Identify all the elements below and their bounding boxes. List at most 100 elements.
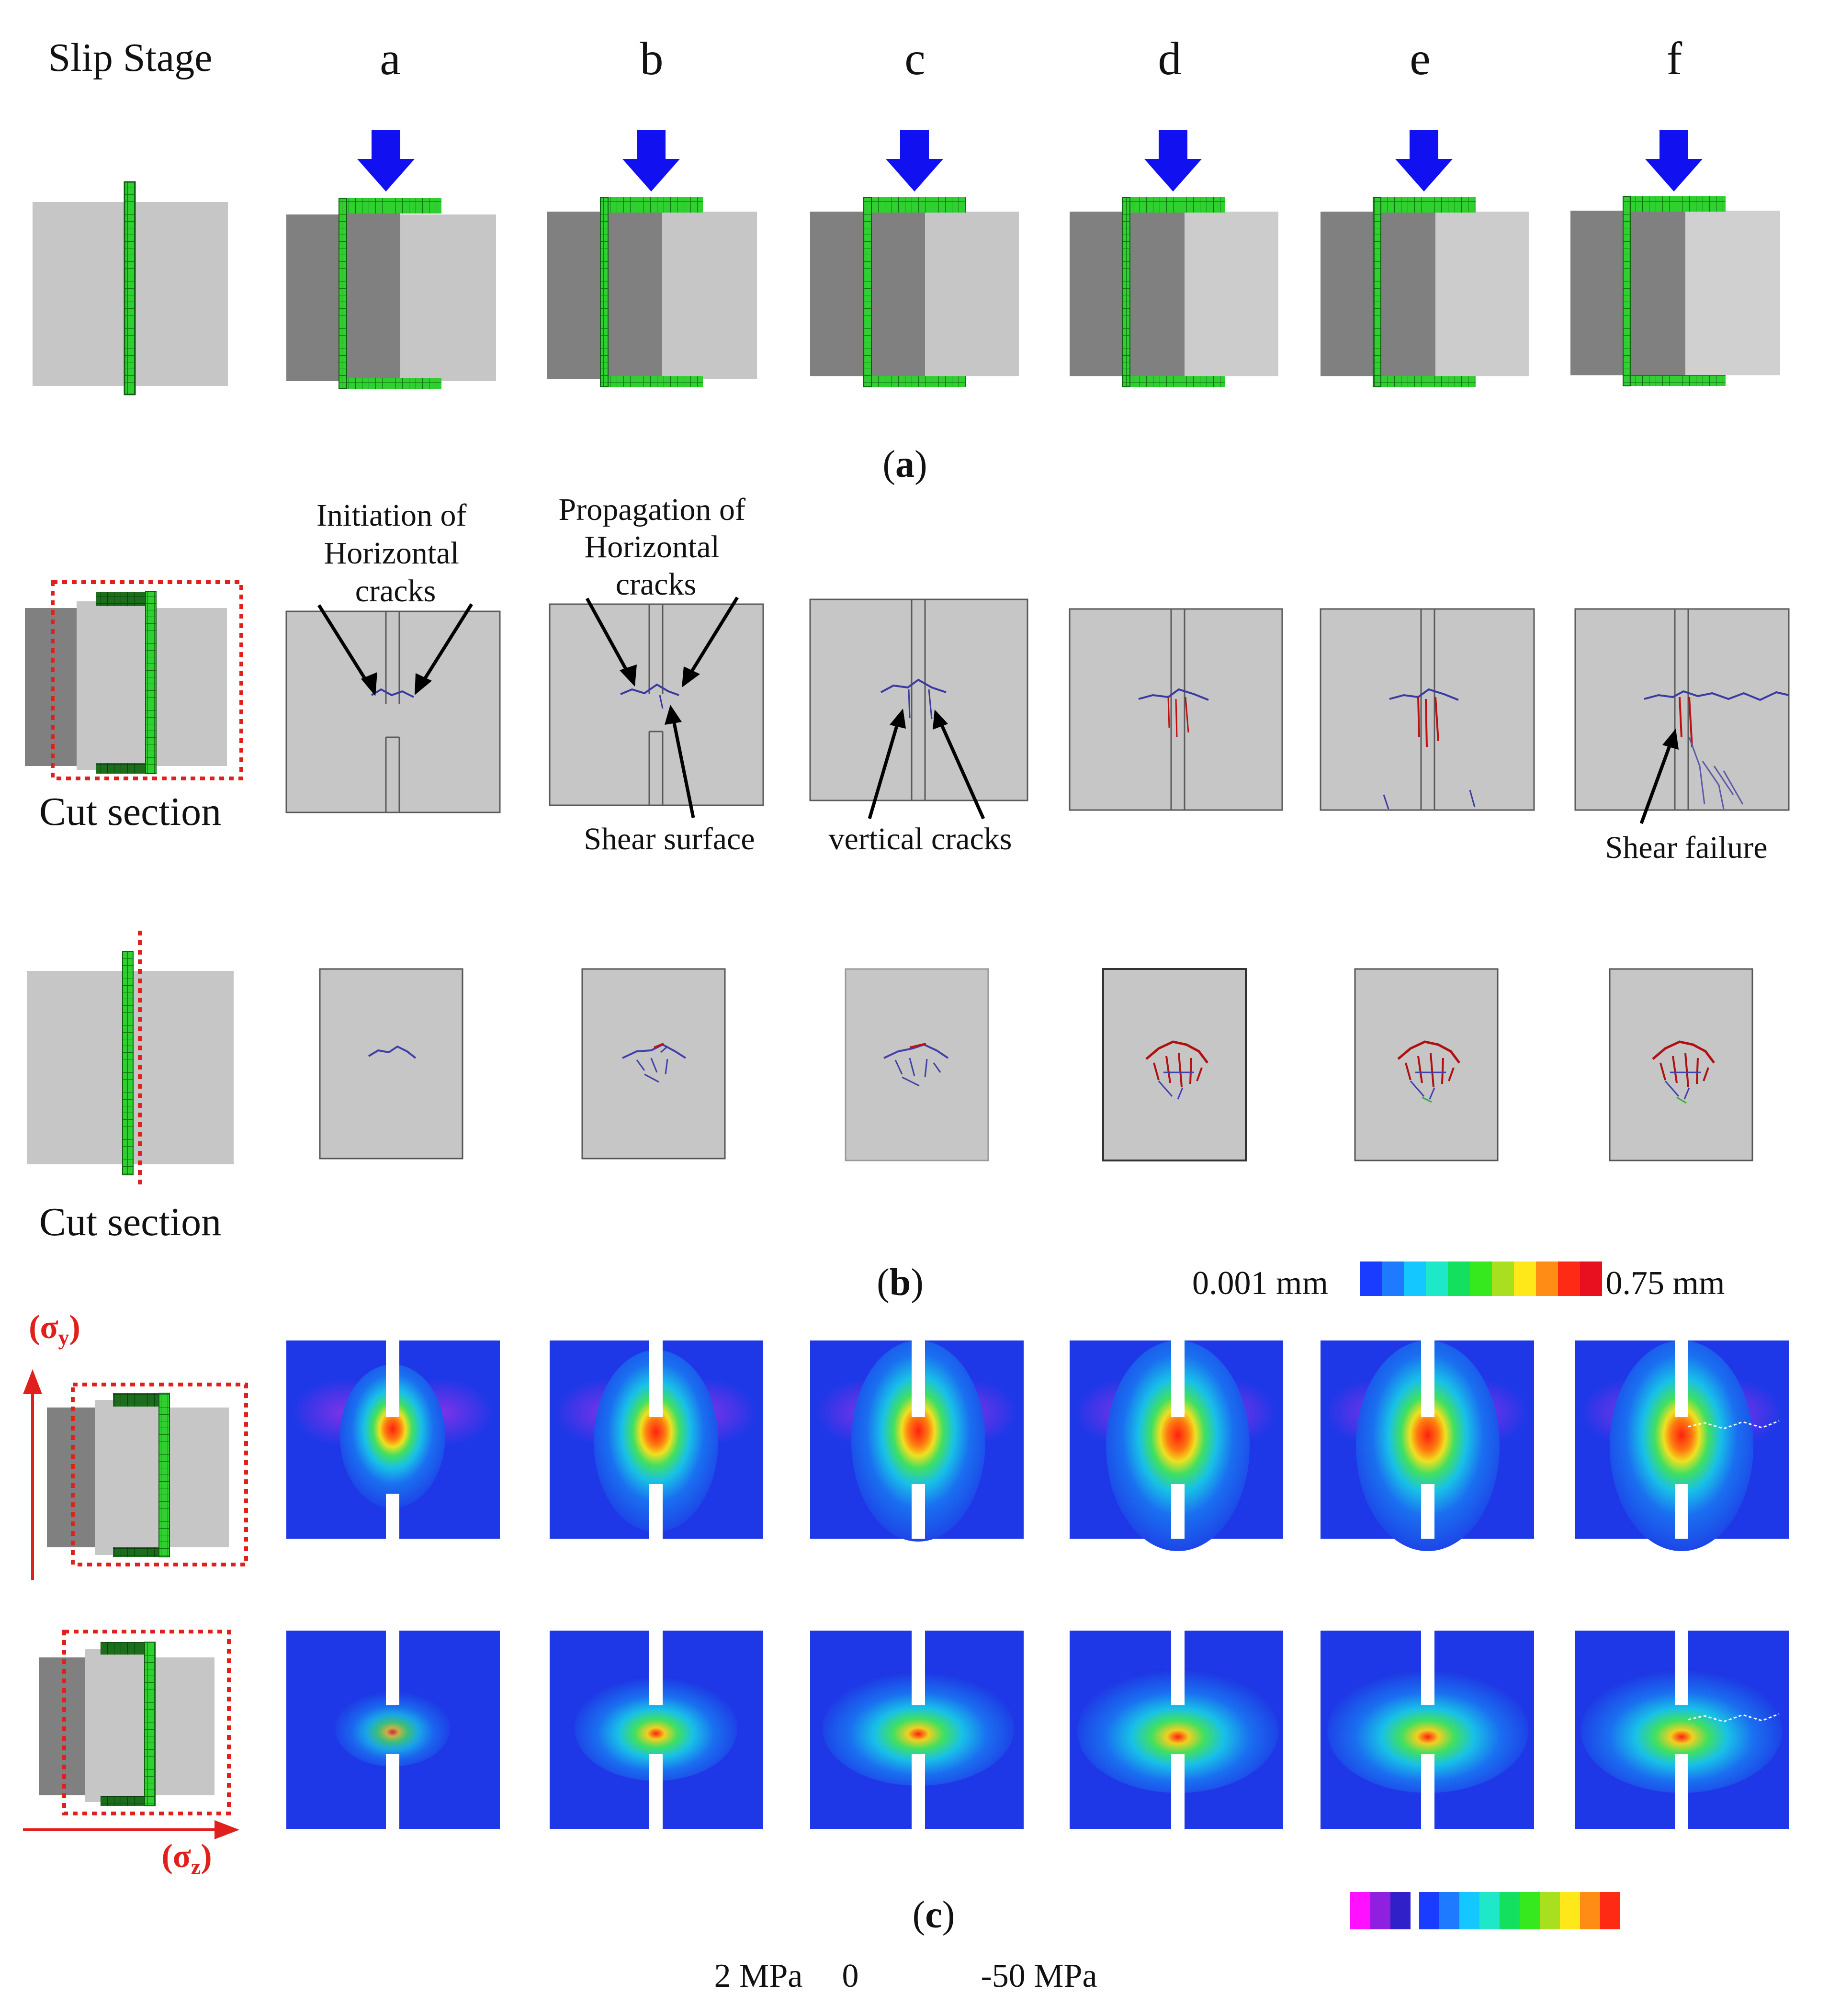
crack-front-f [1609, 968, 1753, 1161]
stress-legend-min: -50 MPa [981, 1958, 1097, 1994]
crack-legend-swatch-10 [1558, 1261, 1580, 1296]
stress-legend-colorbar-tension [1350, 1892, 1411, 1929]
load-arrow-icon [1395, 130, 1453, 191]
stress-legend: 2 MPa 0 -50 MPa [714, 1892, 1620, 1994]
annotation-propagation: Propagation of Horizontal cracks [559, 492, 754, 687]
stress-legend-compression-swatch-4 [1479, 1892, 1500, 1929]
stress-y-b [550, 1340, 763, 1539]
annotation-vertical-cracks: vertical cracks [829, 709, 1012, 856]
specimen-stage-a [286, 130, 496, 389]
stress-y-f [1575, 1340, 1789, 1551]
crack-panel-f [1574, 608, 1790, 811]
svg-text:0.75 mm: 0.75 mm [1606, 1265, 1725, 1302]
caption-b: (b) [877, 1261, 924, 1304]
stress-legend-compression-swatch-9 [1580, 1892, 1600, 1929]
stress-legend-compression-swatch-3 [1459, 1892, 1479, 1929]
svg-text:(σy): (σy) [29, 1309, 80, 1350]
crack-legend-swatch-7 [1492, 1261, 1514, 1296]
stage-label-c: c [904, 33, 926, 85]
stage-label-f: f [1667, 33, 1682, 85]
cut-section-specimen-side [25, 580, 243, 780]
stress-z-c [810, 1631, 1024, 1829]
stress-y-d [1070, 1340, 1283, 1551]
crack-legend-swatch-2 [1382, 1261, 1404, 1296]
specimen-stage-d [1070, 130, 1278, 387]
stress-legend-compression-swatch-1 [1419, 1892, 1439, 1929]
cut-section-box [51, 580, 243, 780]
crack-legend-swatch-3 [1404, 1261, 1426, 1296]
caption-a: (a) [882, 443, 927, 485]
load-arrow-icon [622, 130, 680, 191]
stress-z-a [286, 1631, 500, 1829]
stress-legend-compression-swatch-8 [1560, 1892, 1580, 1929]
specimen-stage-f [1570, 130, 1780, 386]
slip-stage-label: Slip Stage [48, 35, 212, 80]
annotation-shear-surface: Shear surface [584, 705, 755, 856]
specimen-row-a [286, 130, 1780, 389]
stress-legend-compression-swatch-10 [1600, 1892, 1620, 1929]
svg-text:(σz): (σz) [161, 1838, 212, 1879]
crack-legend-swatch-1 [1360, 1261, 1382, 1296]
stress-panels-z [286, 1631, 1789, 1829]
cut-section-specimen-front [27, 931, 234, 1189]
crack-front-b [581, 968, 726, 1160]
crack-legend-swatch-5 [1448, 1261, 1470, 1296]
stress-legend-tension-swatch-1 [1350, 1892, 1370, 1929]
stress-z-d [1070, 1631, 1283, 1829]
stage-headers: a b c d e f [380, 33, 1682, 85]
stress-z-f [1575, 1631, 1789, 1829]
cut-section-label-1: Cut section [39, 789, 221, 834]
crack-legend-colorbar [1360, 1261, 1602, 1296]
stress-legend-compression-swatch-7 [1540, 1892, 1560, 1929]
crack-panel-b [549, 603, 764, 806]
crack-panel-a [285, 610, 501, 813]
crack-panel-e [1320, 608, 1535, 811]
svg-text:0.001 mm: 0.001 mm [1192, 1265, 1328, 1302]
crack-front-a [319, 968, 463, 1160]
stress-legend-tension-swatch-2 [1370, 1892, 1390, 1929]
crack-legend-swatch-8 [1514, 1261, 1536, 1296]
crack-legend-swatch-9 [1536, 1261, 1558, 1296]
crack-panel-d [1069, 608, 1283, 811]
stress-panels-y [286, 1340, 1789, 1551]
sigma-y-axis: (σy) [23, 1309, 80, 1580]
load-arrow-icon [1645, 130, 1703, 191]
stress-legend-tension-swatch-3 [1390, 1892, 1411, 1929]
svg-text:Initiation of Horizontal: Initiation of Horizontal cracks [316, 498, 474, 608]
crack-front-c [845, 968, 989, 1161]
stress-legend-compression-swatch-6 [1520, 1892, 1540, 1929]
stress-y-c [810, 1340, 1024, 1542]
crack-front-d [1102, 968, 1247, 1161]
crack-front-e [1354, 968, 1499, 1161]
stress-specimen-y [47, 1383, 248, 1566]
cut-section-box [71, 1383, 248, 1566]
specimen-stage-b [547, 130, 757, 387]
svg-text:Shear failure: Shear failure [1605, 830, 1768, 865]
caption-c: (c) [913, 1894, 955, 1936]
stress-specimen-z [39, 1630, 231, 1815]
stage-label-b: b [640, 33, 664, 85]
crack-width-legend: 0.001 mm 0.75 mm [1192, 1261, 1725, 1302]
stress-z-b [550, 1631, 763, 1829]
load-arrow-icon [1144, 130, 1202, 191]
svg-text:vertical cracks: vertical cracks [829, 822, 1012, 856]
stress-y-e [1321, 1340, 1534, 1551]
stage-label-e: e [1410, 33, 1431, 85]
stage-label-a: a [380, 33, 401, 85]
crack-legend-swatch-6 [1470, 1261, 1492, 1296]
stress-legend-compression-swatch-2 [1439, 1892, 1459, 1929]
load-arrow-icon [886, 130, 943, 191]
crack-panel-c [809, 598, 1028, 801]
stress-legend-colorbar-compression [1419, 1892, 1620, 1929]
sigma-z-axis: (σz) [23, 1820, 239, 1879]
annotation-initiation: Initiation of Horizontal cracks [316, 498, 474, 696]
specimen-stage-e [1321, 130, 1529, 387]
annotation-shear-failure: Shear failure [1605, 729, 1768, 865]
stress-legend-max: 2 MPa [714, 1958, 803, 1994]
crack-legend-swatch-11 [1580, 1261, 1602, 1296]
stress-legend-zero: 0 [842, 1958, 859, 1994]
crack-panels-side [285, 598, 1790, 813]
svg-text:Propagation of Horizonta: Propagation of Horizontal cracks [559, 492, 754, 602]
load-arrow-icon [357, 130, 415, 191]
